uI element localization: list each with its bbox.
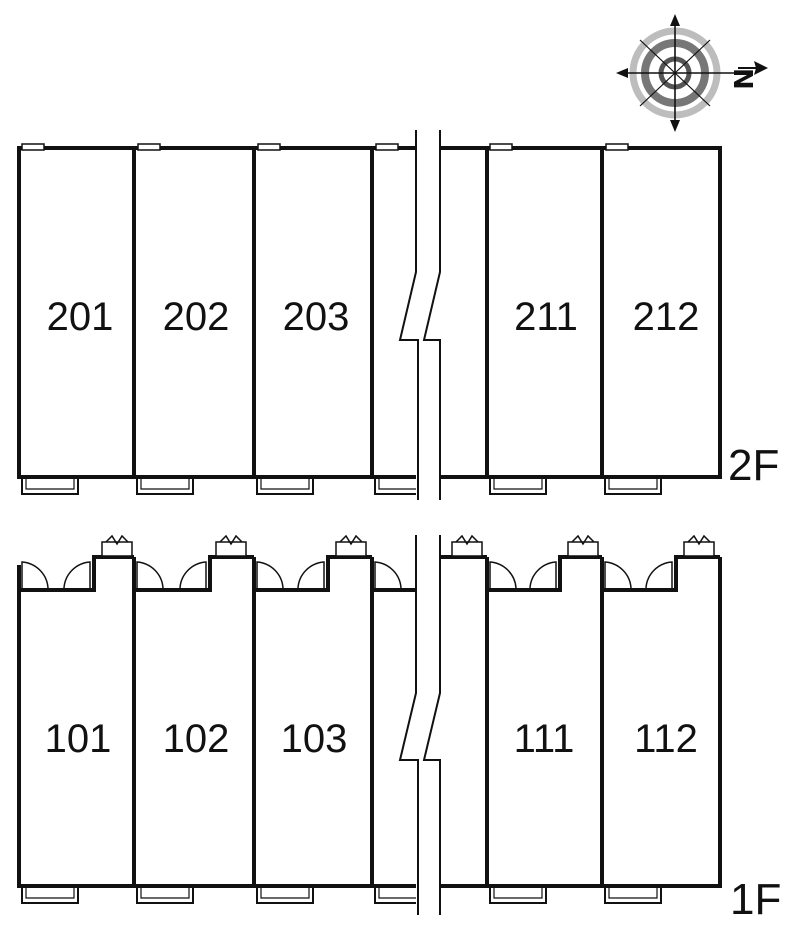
door-swing-icon	[21, 561, 673, 590]
unit-label: 201	[47, 295, 114, 339]
unit-label: 112	[634, 717, 698, 761]
compass-north-label: N	[727, 68, 757, 90]
unit-label: 111	[514, 717, 575, 761]
break-line-icon	[398, 535, 441, 915]
unit-label: 211	[514, 295, 578, 339]
floor-1f	[17, 534, 722, 904]
unit-label: 203	[283, 295, 350, 339]
unit-label: 102	[163, 717, 230, 761]
floor-label-2f: 2F	[728, 441, 779, 490]
meter-box-icon	[101, 534, 715, 557]
window-marks-2f	[21, 143, 629, 151]
unit-label: 212	[633, 295, 700, 339]
floor-label-1f: 1F	[730, 875, 781, 924]
unit-labels-1f: 101 102 103 111 112	[45, 717, 698, 761]
unit-label: 103	[281, 717, 348, 761]
floor-2f	[17, 143, 722, 495]
unit-label: 202	[163, 295, 230, 339]
unit-label: 101	[45, 717, 112, 761]
balcony-icon	[21, 888, 662, 904]
compass-rose-icon: N	[616, 14, 768, 132]
unit-labels-2f: 201 202 203 211 212	[47, 295, 700, 339]
balcony-icon	[21, 479, 662, 495]
break-line-icon	[398, 130, 441, 500]
